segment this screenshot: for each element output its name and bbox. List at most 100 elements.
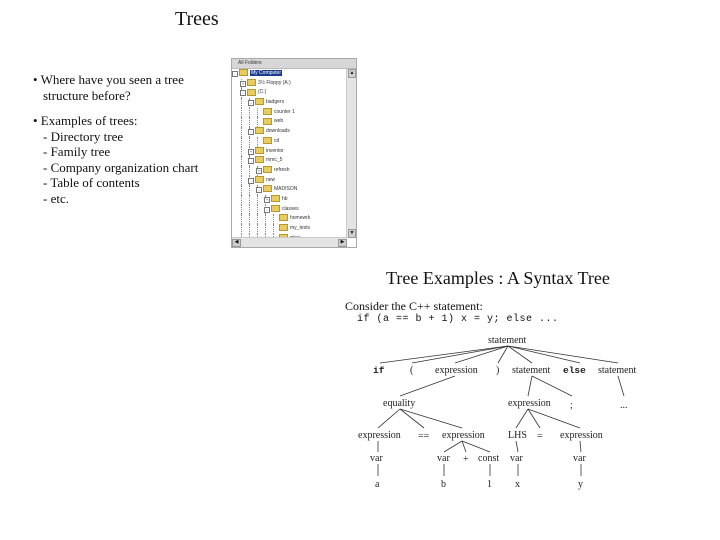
tree-guide-line bbox=[257, 194, 258, 205]
expand-icon[interactable]: + bbox=[256, 167, 262, 174]
example-item: - Family tree bbox=[43, 144, 111, 159]
scroll-left-arrow-icon[interactable]: ◀ bbox=[232, 239, 241, 247]
folder-label: my_tests bbox=[290, 225, 311, 231]
node-expression-2: expression bbox=[508, 398, 551, 409]
folder-icon bbox=[247, 88, 256, 96]
vertical-scrollbar[interactable]: ▲ ▼ bbox=[346, 69, 356, 238]
folder-row[interactable]: +inventor bbox=[232, 146, 348, 157]
node-statement: statement bbox=[512, 365, 551, 376]
tree-guide-line bbox=[241, 175, 242, 186]
folder-entry[interactable]: downloads bbox=[255, 127, 290, 137]
leaf-y: y bbox=[578, 479, 583, 490]
folder-entry[interactable]: inventor bbox=[255, 146, 284, 157]
folder-entry[interactable]: my_tests bbox=[279, 224, 310, 234]
tree-guide-line bbox=[249, 194, 250, 205]
horizontal-scrollbar[interactable]: ◀ ▶ bbox=[232, 237, 347, 247]
folder-label: web bbox=[274, 118, 284, 125]
collapse-icon[interactable]: - bbox=[240, 90, 246, 97]
tree-guide-line bbox=[273, 224, 274, 234]
folder-row[interactable]: - (C:) bbox=[232, 88, 348, 99]
expand-icon[interactable]: + bbox=[240, 80, 246, 87]
expand-icon[interactable]: + bbox=[248, 148, 254, 155]
folder-label: classes bbox=[282, 205, 299, 212]
leaf-x: x bbox=[515, 479, 520, 490]
folder-label: hb bbox=[282, 195, 288, 202]
collapse-icon[interactable]: - bbox=[256, 187, 262, 194]
collapse-icon[interactable]: - bbox=[248, 100, 254, 107]
tree-guide-line bbox=[249, 117, 250, 128]
folder-entry[interactable]: MADISON bbox=[263, 185, 297, 195]
collapse-icon[interactable]: - bbox=[232, 71, 238, 77]
node-var-y: var bbox=[573, 453, 586, 464]
tree-guide-line bbox=[257, 214, 258, 224]
folder-entry[interactable]: classes bbox=[271, 204, 299, 215]
folder-label: refresh bbox=[274, 166, 290, 173]
tree-guide-line bbox=[241, 156, 242, 166]
folder-tree: -My Computer+3½ Floppy (A:)-(C:)-badgers… bbox=[232, 69, 348, 247]
folder-entry[interactable]: web bbox=[263, 117, 283, 127]
folder-icon bbox=[239, 69, 248, 77]
tree-guide-line bbox=[257, 204, 258, 215]
folder-icon bbox=[247, 78, 256, 86]
folder-label: counter 1 bbox=[274, 108, 295, 115]
folder-row[interactable]: my_tests bbox=[232, 224, 348, 234]
bullet-examples: • Examples of trees: bbox=[33, 113, 138, 128]
collapse-icon[interactable]: - bbox=[264, 206, 270, 213]
folder-row[interactable]: counter 1 bbox=[232, 107, 348, 118]
tree-guide-line bbox=[241, 194, 242, 205]
folder-entry[interactable]: badgers bbox=[255, 98, 284, 108]
scroll-up-arrow-icon[interactable]: ▲ bbox=[348, 69, 356, 78]
folder-row[interactable]: -badgers bbox=[232, 98, 348, 108]
bullet-where: • Where have you seen a tree bbox=[33, 72, 184, 87]
tree-guide-line bbox=[249, 224, 250, 234]
folder-entry[interactable]: 3½ Floppy (A:) bbox=[247, 78, 291, 89]
folder-row[interactable]: -downloads bbox=[232, 127, 348, 137]
folder-row[interactable]: cd bbox=[232, 136, 348, 147]
folder-row[interactable]: web bbox=[232, 117, 348, 128]
folder-entry[interactable]: mmc_5 bbox=[255, 156, 282, 166]
tree-guide-line bbox=[257, 136, 258, 147]
folder-icon bbox=[279, 224, 288, 232]
folder-entry[interactable]: (C:) bbox=[247, 88, 266, 98]
collapse-icon[interactable]: - bbox=[248, 129, 254, 136]
tree-guide-line bbox=[241, 107, 242, 118]
folder-icon bbox=[263, 107, 272, 115]
folder-icon bbox=[255, 175, 264, 183]
folder-row[interactable]: + refresh bbox=[232, 165, 348, 176]
folder-row[interactable]: -mmc_5 bbox=[232, 156, 348, 166]
expand-icon[interactable]: + bbox=[264, 196, 270, 203]
folder-label: cd bbox=[274, 137, 280, 144]
collapse-icon[interactable]: - bbox=[248, 177, 254, 184]
folder-row[interactable]: -MADISON bbox=[232, 185, 348, 195]
folder-icon bbox=[271, 195, 280, 203]
folder-icon bbox=[263, 136, 272, 144]
folder-row[interactable]: - classes bbox=[232, 204, 348, 215]
slide-title-syntax-tree: Tree Examples : A Syntax Tree bbox=[386, 268, 610, 288]
tree-guide-line bbox=[241, 165, 242, 176]
collapse-icon[interactable]: - bbox=[248, 158, 254, 165]
scroll-down-arrow-icon[interactable]: ▼ bbox=[348, 229, 356, 238]
scroll-right-arrow-icon[interactable]: ▶ bbox=[338, 239, 347, 247]
tree-guide-line bbox=[249, 204, 250, 215]
node-var-a: var bbox=[370, 453, 383, 464]
folder-entry[interactable]: counter 1 bbox=[263, 107, 295, 118]
folder-row[interactable]: - My Computer bbox=[232, 69, 348, 79]
folder-row[interactable]: + hb bbox=[232, 194, 348, 205]
folder-entry[interactable]: new bbox=[255, 175, 275, 186]
folder-row[interactable]: -new bbox=[232, 175, 348, 186]
folder-row[interactable]: homewrk bbox=[232, 214, 348, 224]
folder-entry[interactable]: refresh bbox=[263, 166, 290, 176]
folder-entry[interactable]: hb bbox=[271, 195, 288, 205]
folder-entry[interactable]: cd bbox=[263, 136, 280, 147]
folder-entry[interactable]: homewrk bbox=[279, 214, 310, 224]
folder-row[interactable]: +3½ Floppy (A:) bbox=[232, 78, 348, 89]
node-semicolon: ; bbox=[570, 400, 573, 411]
example-item: - etc. bbox=[43, 190, 69, 206]
node-equals-equals: == bbox=[418, 431, 430, 442]
tree-guide-line bbox=[265, 224, 266, 234]
folder-label: (C:) bbox=[258, 89, 267, 96]
folder-entry[interactable]: My Computer bbox=[239, 69, 283, 79]
folder-icon bbox=[279, 214, 288, 222]
bullet-where-cont: structure before? bbox=[43, 87, 131, 103]
folder-label: My Computer bbox=[250, 70, 283, 76]
